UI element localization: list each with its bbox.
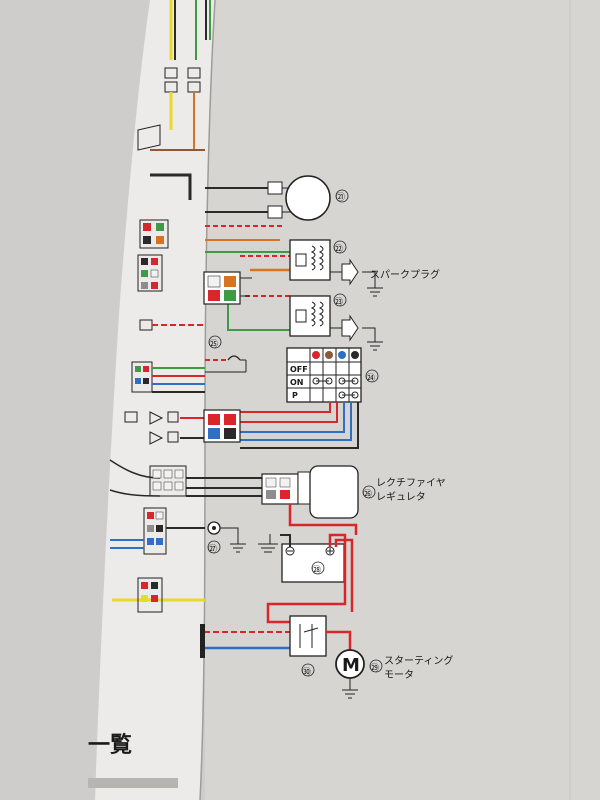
ignition-coil-23: ㉓ bbox=[289, 293, 383, 351]
ignition-coil-22: ㉒ bbox=[289, 239, 383, 297]
connector-4pin-upper bbox=[203, 271, 252, 305]
component-number-25: ㉕ bbox=[209, 339, 218, 350]
label-starter-line2: モータ bbox=[384, 669, 414, 681]
fuse-25: ㉕ bbox=[205, 335, 247, 373]
component-number-21: ㉑ bbox=[336, 192, 345, 203]
component-number-30: ㉚ bbox=[302, 667, 311, 678]
ground-27: ㉗ bbox=[166, 521, 246, 555]
right-page-wires-top bbox=[205, 225, 292, 331]
left-page-wiring bbox=[109, 0, 211, 613]
component-number-24: ㉔ bbox=[366, 373, 375, 384]
label-spark-plug: スパークプラグ bbox=[370, 268, 440, 281]
component-number-28: ㉘ bbox=[312, 565, 321, 576]
component-number-23: ㉓ bbox=[334, 297, 343, 308]
switch-row-p: P bbox=[292, 391, 298, 400]
component-number-22: ㉒ bbox=[334, 244, 343, 255]
motor-letter: M bbox=[342, 655, 360, 676]
wires-mid bbox=[152, 367, 205, 393]
component-number-26: ㉖ bbox=[363, 489, 372, 500]
component-number-29: ㉙ bbox=[370, 663, 379, 674]
component-number-27: ㉗ bbox=[208, 544, 217, 555]
label-rectifier-line1: レクチファイヤ bbox=[376, 477, 446, 489]
switch-down-wires bbox=[180, 402, 359, 449]
label-rectifier-line2: レギュレタ bbox=[376, 491, 426, 503]
starter-relay-30: ㉚ bbox=[200, 615, 352, 678]
switch-row-off: OFF bbox=[290, 365, 308, 374]
switch-row-on: ON bbox=[290, 378, 304, 387]
connector-4pin-middle bbox=[203, 409, 241, 443]
component-21: ㉑ bbox=[205, 175, 349, 221]
page-heading-fragment: 一覧 bbox=[88, 732, 132, 758]
rectifier-26: ㉖ レクチファイヤ レギュレタ bbox=[186, 465, 446, 535]
starting-motor-29: M ㉙ スターティング モータ bbox=[335, 649, 453, 699]
main-switch-24: OFF ON P ㉔ bbox=[286, 347, 379, 403]
left-page bbox=[95, 0, 215, 800]
battery-28: ㉘ bbox=[258, 533, 354, 624]
right-page bbox=[205, 0, 600, 800]
label-starter-line1: スターティング bbox=[384, 654, 453, 667]
